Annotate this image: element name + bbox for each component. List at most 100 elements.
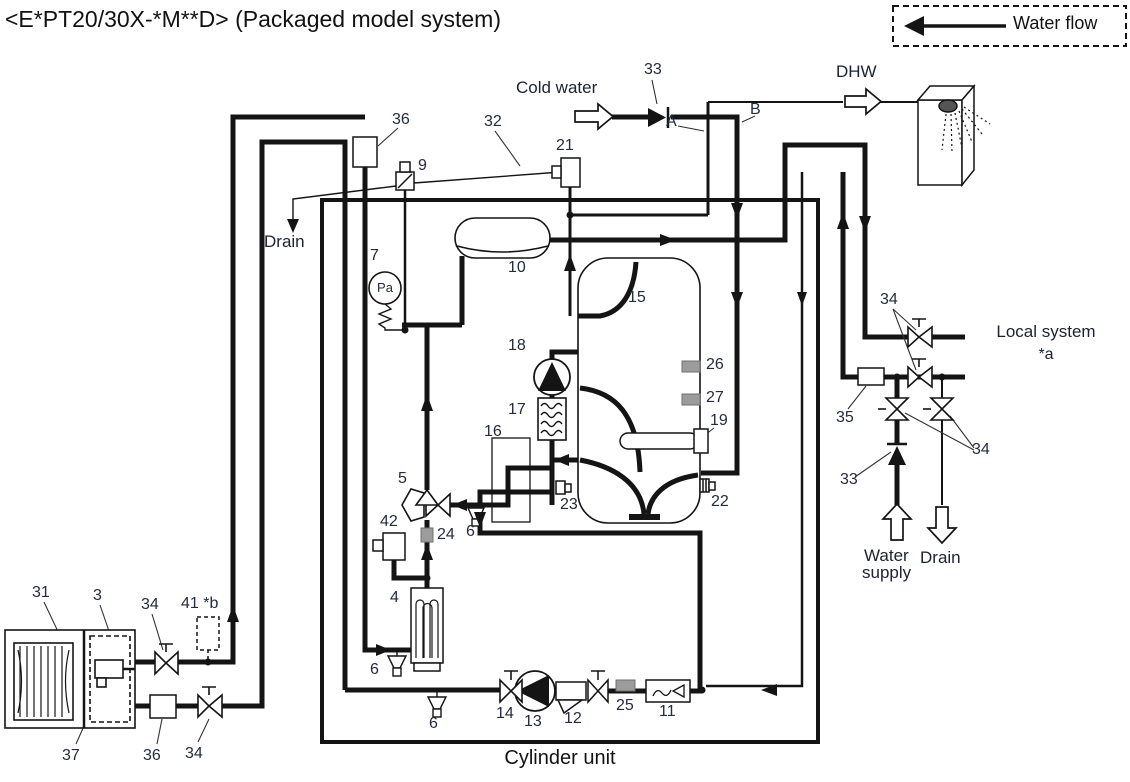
sensor-26: [681, 360, 701, 373]
part-label-27: 27: [706, 389, 724, 406]
part-label-16: 16: [484, 423, 502, 440]
part-label-5: 5: [398, 470, 407, 487]
sensor-27: [681, 393, 701, 406]
dhw-label: DHW: [836, 62, 877, 81]
page-title: <E*PT20/30X-*M**D> (Packaged model syste…: [5, 6, 501, 32]
part-label-24: 24: [437, 526, 455, 543]
strainer-12: [555, 670, 609, 715]
pipe-label-b: B: [750, 101, 761, 118]
part-label-7: 7: [370, 247, 379, 264]
relief-valve-21: [551, 157, 581, 188]
valve-34-local-return: [907, 358, 933, 389]
legend-water-flow-label: Water flow: [1013, 13, 1098, 33]
water-flow-arrow-icon: [904, 16, 924, 36]
part-label-14: 14: [496, 705, 514, 722]
part-label-15: 15: [628, 289, 646, 306]
shower-unit: [916, 83, 991, 188]
drain-cock-23: [555, 480, 572, 495]
valve-34-outdoor-bottom: [197, 686, 223, 719]
flow-switch-11: [645, 679, 691, 703]
valve-34-local-flow: [907, 318, 933, 349]
pump-13: [514, 670, 556, 712]
part-label-34-a: 34: [141, 596, 159, 613]
part-label-3: 3: [93, 587, 102, 604]
part-label-10: 10: [508, 259, 526, 276]
component-37: [94, 659, 135, 688]
part-label-12: 12: [564, 710, 582, 727]
part-label-22: 22: [711, 493, 729, 510]
immersion-heater-19: [619, 432, 699, 450]
outdoor-unit: [4, 629, 136, 729]
part-label-13: 13: [524, 713, 542, 730]
part-label-36-b: 36: [143, 747, 161, 764]
plate-hex-16: [491, 437, 531, 523]
part-label-42: 42: [380, 513, 398, 530]
storage-tank: [577, 257, 716, 524]
drain-cock-22: [699, 478, 716, 493]
drain-bottom-label: Drain: [920, 548, 961, 567]
expansion-vessel: [454, 217, 551, 259]
drain-arrow-icon: [926, 506, 958, 545]
component-42: [372, 532, 406, 561]
tank-diffuser: [629, 514, 660, 520]
valve-34-drain: [923, 397, 955, 421]
cold-water-label: Cold water: [516, 78, 598, 97]
check-valve-33-cold: [648, 107, 670, 128]
safety-valve-9: [395, 161, 415, 191]
drain-top-label: Drain: [264, 232, 305, 251]
part-label-19: 19: [710, 412, 728, 429]
part-label-11: 11: [659, 703, 676, 720]
part-label-23: 23: [560, 496, 578, 513]
part-label-33-t: 33: [644, 61, 662, 78]
check-valve-33-supply: [887, 442, 907, 465]
hollow-arrows: [574, 87, 958, 545]
valve-14: [499, 670, 523, 704]
drain-funnel-6c: [426, 692, 448, 718]
part-label-37: 37: [62, 747, 80, 764]
part-label-41b: 41 *b: [181, 595, 219, 612]
part-label-34-c: 34: [880, 291, 898, 308]
cylinder-unit-label: Cylinder unit: [504, 747, 616, 769]
compartment-3: [89, 635, 131, 723]
part-label-32: 32: [484, 113, 502, 130]
optional-part-41b: [196, 616, 220, 660]
water-flow-legend: [892, 5, 1127, 47]
part-label-25: 25: [616, 697, 634, 714]
pressure-gauge-unit-label: Pa: [377, 280, 393, 295]
three-way-valve-5: [401, 488, 451, 522]
pipe-junctions: [204, 211, 946, 694]
part-label-18: 18: [508, 337, 526, 354]
cold-water-arrow-icon: [574, 102, 615, 131]
sensor-24: [420, 527, 434, 543]
part-label-26: 26: [706, 356, 724, 373]
heat-exchanger-4: [410, 587, 444, 672]
water-supply-label-2: supply: [862, 563, 912, 582]
part-label-6-a: 6: [466, 523, 475, 540]
flow-heater-17: [537, 397, 567, 441]
pipes-secondary: [403, 101, 944, 688]
part-label-33-r: 33: [840, 471, 858, 488]
part-label-34-d: 34: [972, 441, 990, 458]
dhw-arrow-icon: [844, 87, 883, 116]
part-label-35: 35: [836, 409, 854, 426]
part-label-9: 9: [418, 157, 427, 174]
strainer-36-top: [352, 136, 378, 168]
valve-34-outdoor-top: [154, 643, 179, 676]
pressure-gauge: [368, 271, 409, 334]
part-label-21: 21: [556, 137, 574, 154]
part-label-4: 4: [390, 589, 399, 606]
strainer-35: [857, 367, 885, 386]
local-system-note: *a: [1038, 346, 1054, 363]
strainer-36-bottom: [149, 694, 177, 719]
pipe-label-a: A: [666, 113, 677, 130]
local-system-label: Local system: [996, 322, 1096, 341]
water-supply-label-1: Water: [864, 546, 909, 565]
part-label-6-b: 6: [370, 661, 379, 678]
valve-34-water-supply: [878, 397, 910, 421]
part-label-31: 31: [32, 584, 50, 601]
flow-arrowheads: [227, 203, 871, 696]
part-label-6-c: 6: [429, 715, 438, 732]
shower-head-icon: [938, 99, 958, 113]
water-supply-arrow-icon: [881, 502, 913, 541]
